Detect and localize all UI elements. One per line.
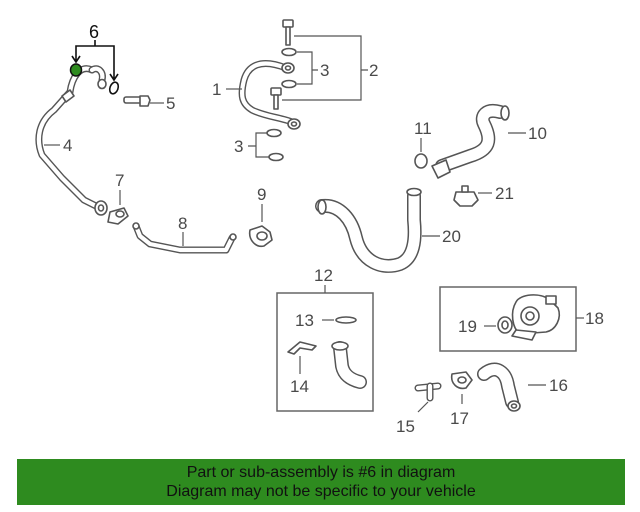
- part-5-bolt[interactable]: [123, 95, 151, 107]
- part-21-fitting[interactable]: [453, 185, 479, 207]
- callout-7: 7: [115, 171, 124, 190]
- part-6-o-ring-highlighted[interactable]: [69, 63, 83, 77]
- callout-21: 21: [495, 184, 514, 203]
- part-4-coolant-pipe[interactable]: [35, 65, 108, 216]
- part-15-connector[interactable]: [414, 382, 442, 402]
- callout-19: 19: [458, 317, 477, 336]
- part-3-washers-lower[interactable]: [266, 128, 284, 162]
- part-19-o-ring-inner: [501, 320, 509, 330]
- banner-line-disclaimer: Diagram may not be specific to your vehi…: [166, 483, 476, 500]
- callout-11: 11: [414, 119, 432, 138]
- part-1-oil-pipe[interactable]: [238, 60, 301, 130]
- part-18-assembly-box: [439, 286, 577, 352]
- leader-2: [282, 35, 368, 101]
- callout-9: 9: [257, 185, 266, 204]
- part-10-hose[interactable]: [431, 104, 510, 179]
- callout-8: 8: [178, 214, 187, 233]
- part-18-valve-assembly[interactable]: [511, 294, 561, 341]
- callout-17: 17: [450, 409, 469, 428]
- callout-10: 10: [528, 124, 547, 143]
- callout-1: 1: [212, 80, 221, 99]
- leader-6: [71, 40, 119, 82]
- callout-14: 14: [290, 377, 309, 396]
- callout-15: 15: [396, 417, 415, 436]
- callout-3b: 3: [234, 137, 243, 156]
- part-13-gasket[interactable]: [335, 316, 357, 324]
- callout-16: 16: [549, 376, 568, 395]
- part-9-clamp[interactable]: [248, 225, 273, 248]
- highlight-banner: Part or sub-assembly is #6 in diagram Di…: [17, 459, 625, 505]
- callout-4: 4: [63, 136, 72, 155]
- callout-5: 5: [166, 94, 175, 113]
- callout-2: 2: [369, 61, 378, 80]
- part-8-bracket[interactable]: [132, 222, 237, 254]
- part-6-o-ring[interactable]: [108, 81, 120, 95]
- part-17-clamp[interactable]: [450, 371, 473, 390]
- part-14-seal-clip[interactable]: [287, 341, 317, 355]
- leader-3b: [248, 132, 269, 158]
- part-20-hose[interactable]: [315, 187, 422, 273]
- callout-13: 13: [295, 311, 314, 330]
- part-3-washers-upper[interactable]: [281, 47, 297, 89]
- banner-line-part: Part or sub-assembly is #6 in diagram: [186, 464, 456, 481]
- callout-6: 6: [89, 22, 99, 42]
- callout-3a: 3: [320, 61, 329, 80]
- part-11-seal[interactable]: [414, 153, 428, 169]
- callout-12: 12: [314, 266, 333, 285]
- part-12-elbow-hose[interactable]: [331, 341, 367, 389]
- part-16-hose[interactable]: [477, 362, 521, 412]
- callout-18: 18: [585, 309, 604, 328]
- part-7-clip[interactable]: [107, 207, 129, 225]
- leader-15: [417, 401, 429, 413]
- callout-20: 20: [442, 227, 461, 246]
- part-2-banjo-bolts[interactable]: [270, 19, 294, 110]
- leader-3a: [297, 51, 318, 85]
